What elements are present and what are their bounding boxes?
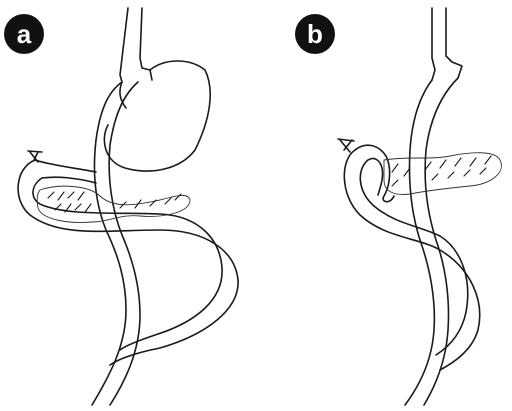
esophagus-b-right	[445, 7, 463, 79]
loop-a-top2	[41, 176, 97, 184]
esophagus-a	[119, 7, 129, 83]
pancreas-b	[383, 152, 502, 195]
loop-b-outer	[343, 149, 481, 371]
stump-a	[27, 150, 43, 163]
loop-a-inner	[32, 177, 223, 351]
panel-label-a: a	[4, 14, 44, 54]
panel-b-drawing	[337, 7, 502, 406]
panel-label-b: b	[295, 14, 335, 54]
pancreas-a-texture	[47, 191, 182, 213]
esophagus-a-right	[139, 7, 153, 81]
panel-a-drawing	[17, 7, 239, 406]
limb-a-2	[108, 81, 141, 406]
loop-b-top	[354, 144, 395, 203]
stomach-a	[103, 60, 211, 172]
pancreas-a	[36, 185, 191, 223]
stomach-a-inner	[119, 81, 127, 109]
stump-b	[337, 138, 355, 153]
pancreas-b-texture	[391, 155, 492, 187]
limb-b-2	[423, 77, 459, 406]
loop-a-top	[34, 159, 97, 173]
loop-a-outer	[17, 159, 239, 366]
loop-b-inner	[359, 159, 469, 356]
esophagus-b	[431, 7, 436, 81]
limb-b-1	[404, 79, 436, 406]
loop-b-top2	[367, 157, 384, 196]
limb-a-1	[91, 81, 127, 406]
